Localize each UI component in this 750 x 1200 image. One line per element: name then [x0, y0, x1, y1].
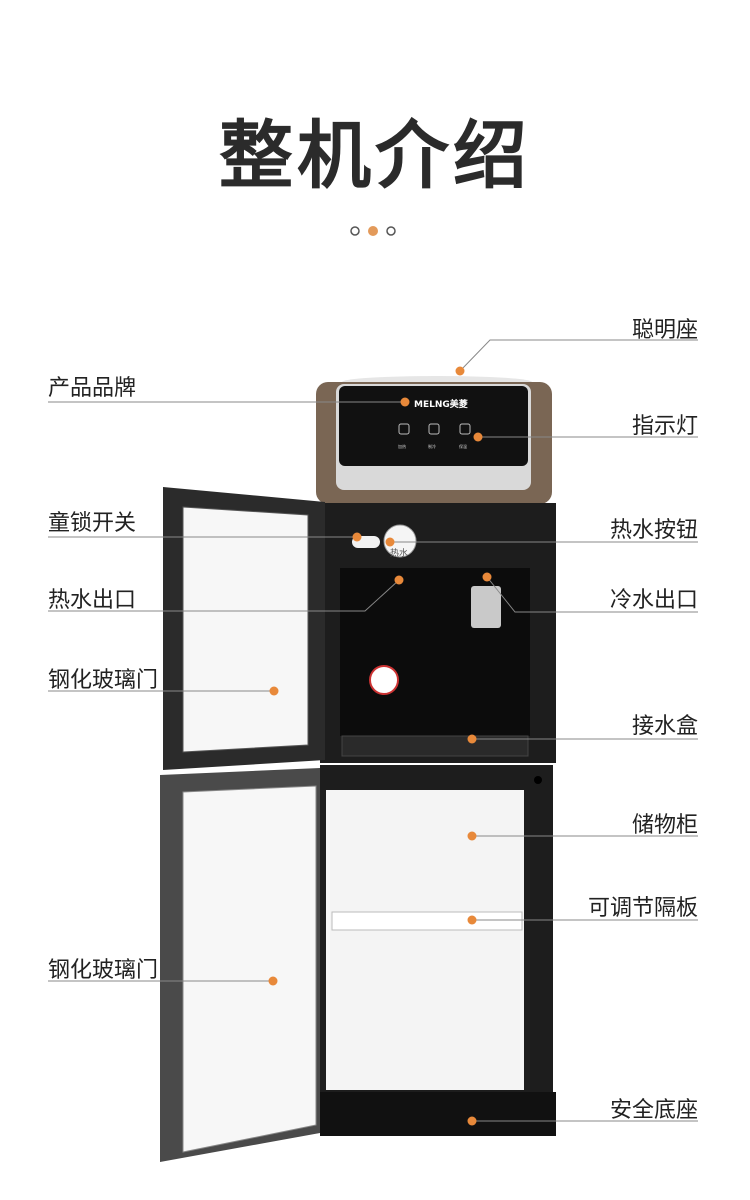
hot-water-button	[383, 524, 417, 558]
leader-lines	[48, 339, 698, 1122]
dispenser-head	[316, 376, 552, 504]
label-smart-seat: 聪明座	[631, 318, 698, 343]
label-shelf: 可调节隔板	[587, 896, 698, 921]
adjustable-shelf	[331, 911, 523, 931]
label-glass-door-lower: 钢化玻璃门	[48, 958, 159, 983]
label-storage: 储物柜	[631, 813, 698, 838]
pager-dot-active	[368, 226, 378, 236]
label-cold-outlet: 冷水出口	[609, 588, 698, 613]
label-drip-tray: 接水盒	[631, 714, 698, 739]
callout-dots	[268, 366, 492, 1126]
brand-logo: MELNG美菱	[414, 400, 468, 410]
label-child-lock: 童锁开关	[48, 511, 137, 536]
safety-base	[320, 1092, 556, 1136]
panel-label-cool: 制冷	[428, 444, 436, 449]
label-base: 安全底座	[609, 1098, 698, 1123]
page-title: 整机介绍	[219, 113, 531, 199]
pager-dot	[350, 226, 360, 236]
label-indicator: 指示灯	[631, 414, 698, 439]
label-hot-button: 热水按钮	[609, 518, 698, 543]
cold-outlet	[471, 586, 501, 628]
pager-dot	[386, 226, 396, 236]
panel-label-warm: 保温	[459, 444, 467, 449]
pager	[350, 226, 396, 236]
label-brand: 产品品牌	[48, 376, 137, 401]
label-hot-outlet: 热水出口	[48, 588, 137, 613]
panel-label-heat: 加热	[398, 444, 406, 449]
hot-button-text: 热水	[390, 549, 409, 559]
label-glass-door-upper: 钢化玻璃门	[48, 668, 159, 693]
